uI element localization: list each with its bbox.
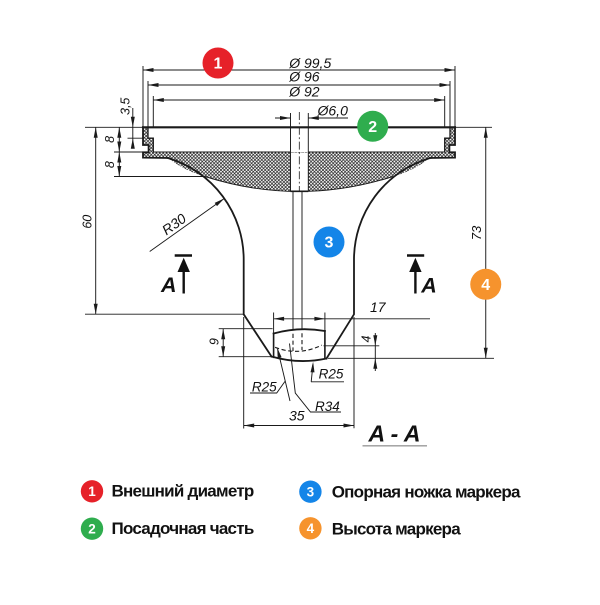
svg-text:73: 73 bbox=[469, 225, 484, 240]
svg-text:R34: R34 bbox=[315, 399, 340, 414]
svg-text:8: 8 bbox=[103, 136, 117, 143]
svg-text:R25: R25 bbox=[252, 379, 277, 394]
svg-text:60: 60 bbox=[81, 215, 95, 229]
svg-text:Внешний диаметр: Внешний диаметр bbox=[112, 482, 254, 501]
svg-text:17: 17 bbox=[370, 299, 387, 315]
svg-text:A - A: A - A bbox=[368, 421, 421, 447]
svg-text:Ø 96: Ø 96 bbox=[288, 68, 320, 84]
svg-text:9: 9 bbox=[208, 338, 222, 345]
svg-text:A: A bbox=[420, 273, 437, 297]
svg-text:2: 2 bbox=[88, 522, 96, 537]
svg-text:Посадочная часть: Посадочная часть bbox=[112, 519, 254, 538]
svg-text:Ø 99,5: Ø 99,5 bbox=[288, 55, 331, 71]
svg-text:A: A bbox=[160, 273, 177, 297]
svg-text:4: 4 bbox=[481, 277, 490, 294]
svg-text:2: 2 bbox=[368, 119, 377, 136]
svg-text:35: 35 bbox=[289, 408, 305, 424]
svg-text:4: 4 bbox=[359, 335, 373, 342]
svg-text:1: 1 bbox=[88, 484, 96, 499]
svg-text:R25: R25 bbox=[319, 367, 344, 382]
svg-text:3: 3 bbox=[307, 485, 315, 500]
svg-text:Высота маркера: Высота маркера bbox=[332, 520, 462, 539]
svg-text:3,5: 3,5 bbox=[118, 98, 132, 115]
svg-text:Ø 92: Ø 92 bbox=[288, 83, 320, 99]
svg-text:4: 4 bbox=[307, 521, 315, 536]
svg-text:1: 1 bbox=[214, 56, 223, 73]
svg-text:Ø6,0: Ø6,0 bbox=[317, 103, 349, 119]
svg-text:8: 8 bbox=[103, 161, 117, 168]
svg-text:Опорная ножка маркера: Опорная ножка маркера bbox=[332, 483, 521, 502]
svg-text:3: 3 bbox=[325, 235, 334, 252]
